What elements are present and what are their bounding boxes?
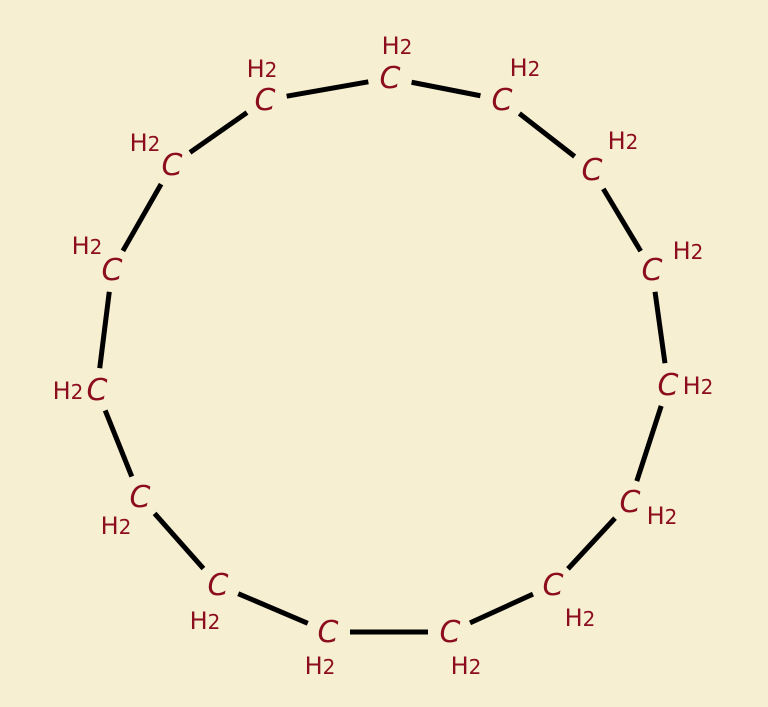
hydrogen-label: H2 <box>565 604 596 632</box>
carbon-label: C <box>87 373 108 408</box>
bond <box>120 182 164 253</box>
hydrogen-label: H2 <box>673 237 704 265</box>
carbon-label: C <box>208 568 229 603</box>
bond <box>468 591 535 626</box>
hydrogen-label: H2 <box>247 55 278 83</box>
carbon-label: C <box>318 615 339 650</box>
hydrogen-label: H2 <box>647 502 678 530</box>
hydrogen-label: H2 <box>683 372 714 400</box>
hydrogen-label: H2 <box>382 32 413 60</box>
carbon-label: C <box>492 83 513 118</box>
carbon-label: C <box>162 148 183 183</box>
carbon-label: C <box>440 615 461 650</box>
bond <box>237 591 309 626</box>
bond <box>102 409 135 478</box>
hydrogen-label: H2 <box>72 232 103 260</box>
bond <box>97 291 112 369</box>
carbon-label: C <box>582 153 603 188</box>
bond <box>411 79 481 99</box>
hydrogen-label: H2 <box>190 607 221 635</box>
bond <box>152 511 206 571</box>
carbon-label: C <box>658 368 679 403</box>
hydrogen-label: H2 <box>608 127 639 155</box>
hydrogen-label: H2 <box>451 652 482 680</box>
bond <box>286 79 369 99</box>
hydrogen-label: H2 <box>130 129 161 157</box>
bond <box>601 187 643 253</box>
bond <box>517 111 577 159</box>
hydrogen-label: H2 <box>53 377 84 405</box>
carbon-label: C <box>102 253 123 288</box>
hydrogen-label: H2 <box>510 54 541 82</box>
bond <box>652 291 668 364</box>
carbon-label: C <box>380 61 401 96</box>
carbon-label: C <box>642 253 663 288</box>
bond <box>634 405 664 482</box>
hydrogen-label: H2 <box>305 652 336 680</box>
hydrogen-label: H2 <box>101 512 132 540</box>
bond <box>188 110 249 155</box>
carbon-label: C <box>543 568 564 603</box>
carbon-label: C <box>620 485 641 520</box>
carbon-label: C <box>255 83 276 118</box>
bond <box>566 516 617 571</box>
carbon-label: C <box>130 480 151 515</box>
